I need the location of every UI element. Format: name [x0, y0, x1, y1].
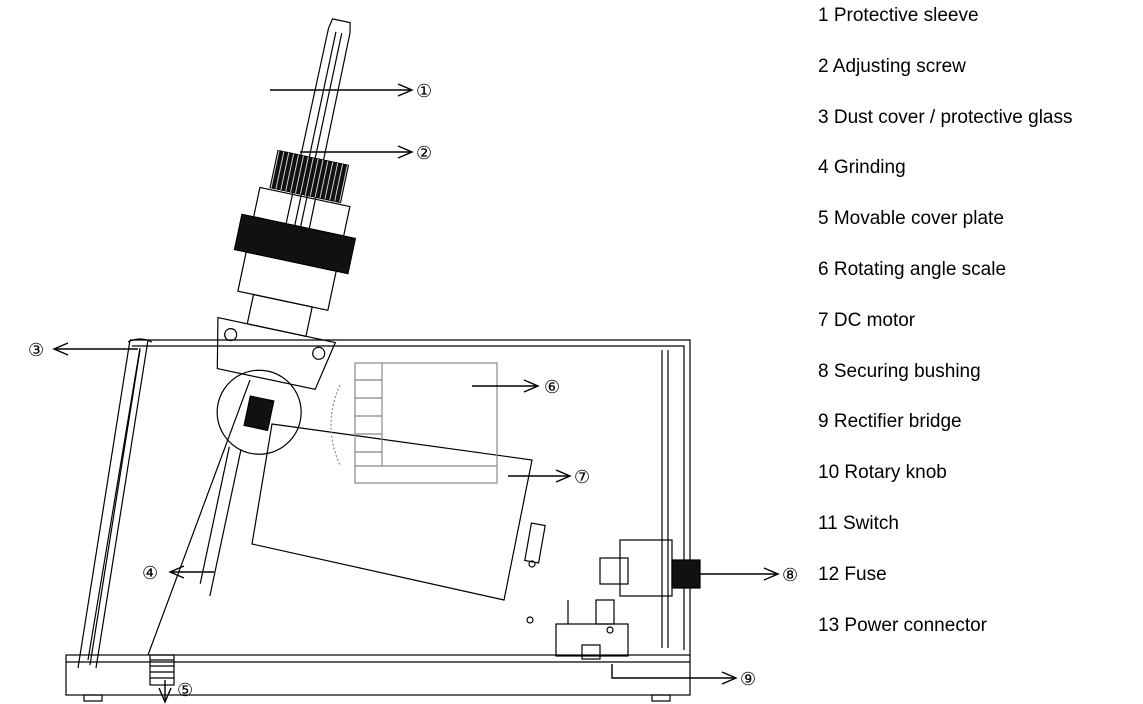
part-item: 4 Grinding	[818, 157, 906, 179]
leaders	[52, 83, 780, 704]
callout-6: ⑥	[544, 377, 560, 398]
callout-7: ⑦	[574, 467, 590, 488]
callout-4: ④	[142, 563, 158, 584]
part-item: 8 Securing bushing	[818, 360, 981, 382]
back-panel	[661, 350, 669, 648]
dust-cover	[87, 338, 153, 661]
callout-1: ①	[416, 81, 432, 102]
callout-2: ②	[416, 143, 432, 164]
part-item: 2 Adjusting screw	[818, 55, 966, 77]
callout-8: ⑧	[782, 565, 798, 586]
grinder-head	[199, 18, 357, 597]
grinder-diagram: ① ② ③ ④ ⑥ ⑦ ⑧ ⑤ ⑨	[28, 18, 798, 704]
part-item: 7 DC motor	[818, 309, 916, 331]
angle-scale	[330, 362, 498, 484]
part-item: 5 Movable cover plate	[818, 208, 1004, 230]
callout-9: ⑨	[740, 669, 756, 690]
part-item: 10 Rotary knob	[818, 462, 947, 484]
part-item: 9 Rectifier bridge	[818, 411, 962, 433]
part-item: 1 Protective sleeve	[818, 5, 979, 26]
movable-cover-plate	[149, 654, 175, 686]
parts-list: 1 Protective sleeve 2 Adjusting screw 3 …	[818, 4, 1073, 664]
part-item: 12 Fuse	[818, 563, 887, 585]
part-item: 11 Switch	[818, 512, 899, 534]
part-item: 3 Dust cover / protective glass	[818, 106, 1073, 128]
dc-motor	[251, 423, 614, 634]
part-item: 6 Rotating angle scale	[818, 258, 1007, 280]
securing-bushing	[599, 539, 701, 597]
callout-3: ③	[28, 340, 44, 361]
callout-5: ⑤	[177, 680, 193, 701]
housing	[65, 339, 691, 702]
rectifier-bridge	[555, 599, 629, 660]
part-item: 13 Power connector	[818, 614, 987, 636]
